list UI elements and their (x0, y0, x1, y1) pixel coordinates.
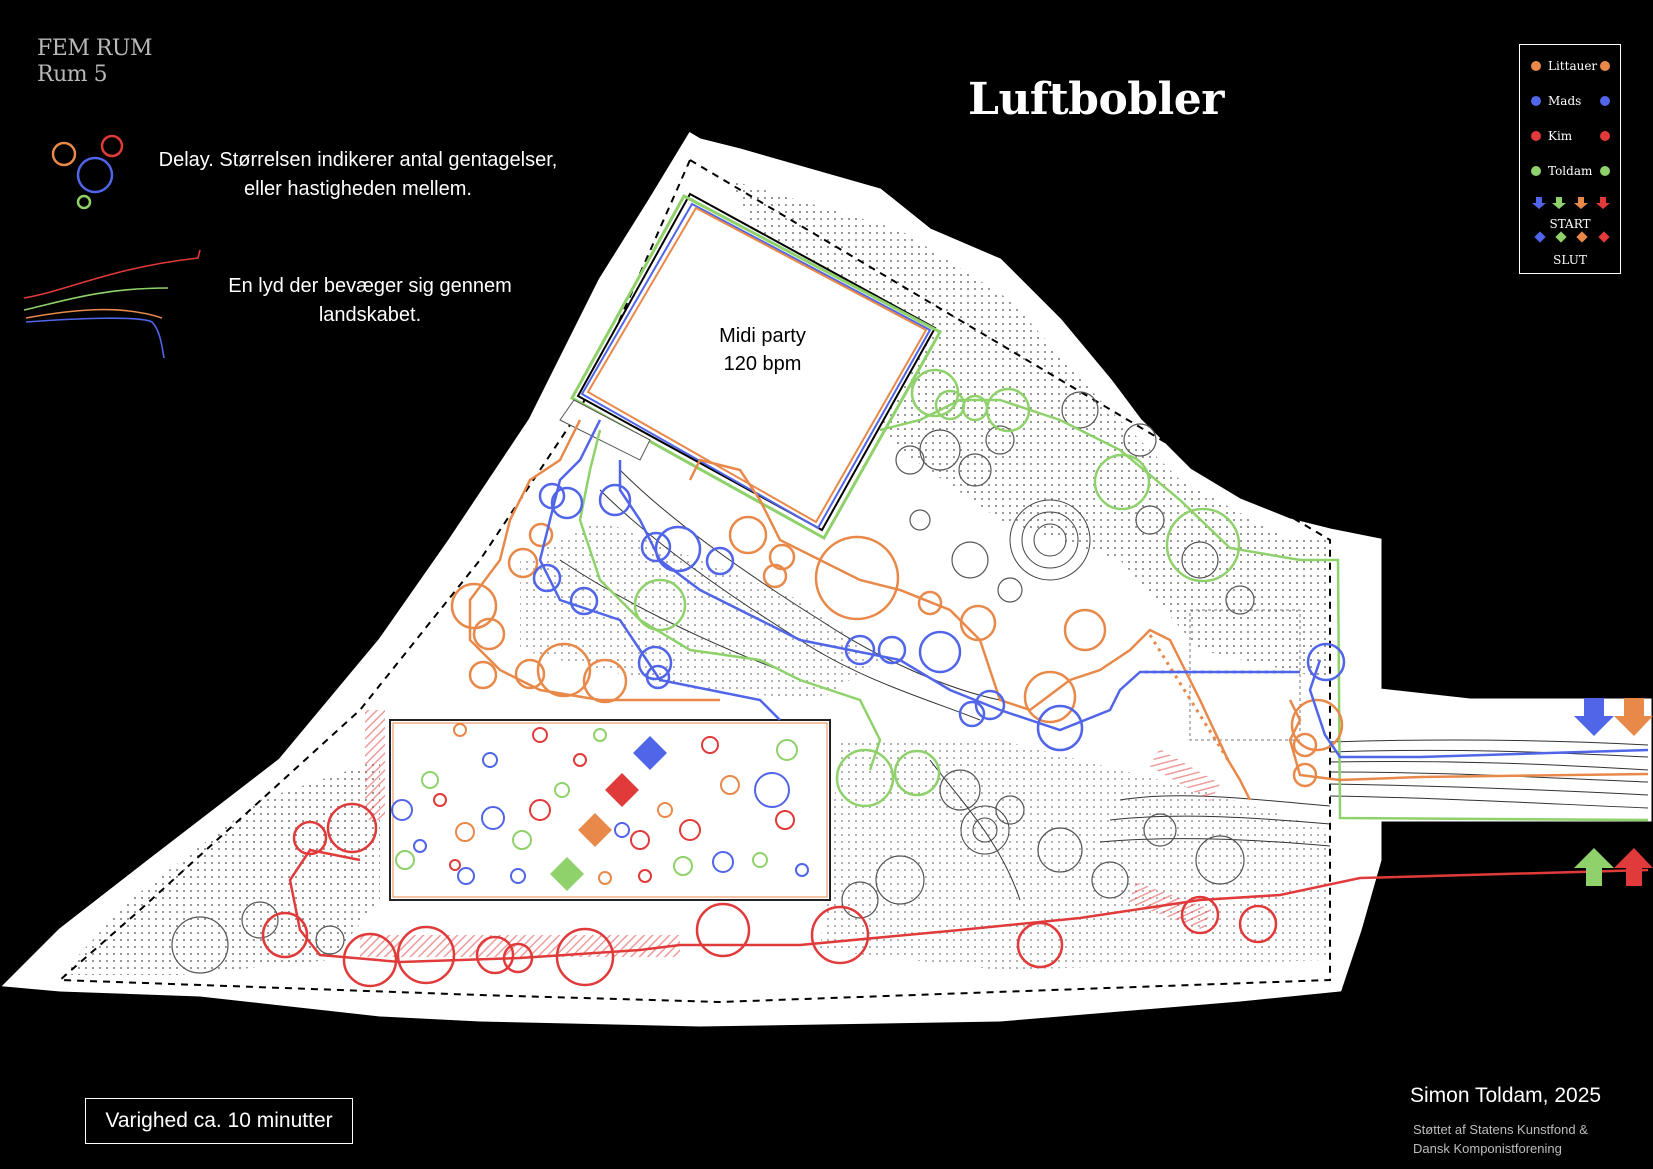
kim-dot-icon (1600, 131, 1610, 141)
delay-legend-text: Delay. Størrelsen indikerer antal gentag… (128, 146, 588, 204)
start-arrow-icon (1532, 197, 1546, 209)
midi-party-title: Midi party (719, 325, 806, 347)
start-arrows (1574, 698, 1653, 886)
boundary-line (57, 159, 1331, 1004)
route-littauer-dotted (1148, 634, 1230, 761)
delay-legend-line1: Delay. Størrelsen indikerer antal gentag… (158, 149, 558, 171)
path-legend-icon (23, 249, 201, 359)
support-line2: Dansk Komponistforening (1413, 1141, 1562, 1156)
kim-dot-icon (1531, 131, 1541, 141)
page-title: Luftbobler (968, 74, 1224, 125)
kim-start-arrow-icon (1614, 848, 1653, 886)
littauer-dot-icon (1600, 61, 1610, 71)
midi-party-label: Midi party 120 bpm (690, 322, 835, 378)
end-diamond-icon (1534, 231, 1546, 243)
key-label-littauer: Littauer (1548, 59, 1598, 73)
support-credit: Støttet af Statens Kunstfond & Dansk Kom… (1413, 1120, 1588, 1158)
route-toldam (578, 368, 1649, 822)
bubble-field (389, 719, 831, 901)
end-diamond-icon (1598, 231, 1610, 243)
delay-legend-icon (51, 134, 124, 210)
support-line1: Støttet af Statens Kunstfond & (1413, 1122, 1588, 1137)
littauer-start-arrow-icon (1614, 698, 1653, 736)
author-credit: Simon Toldam, 2025 (1410, 1084, 1602, 1107)
path-legend-line2: landskabet. (318, 304, 422, 326)
path-legend-line1: En lyd der bevæger sig gennem (228, 275, 512, 297)
end-label: SLUT (1553, 253, 1587, 267)
toldam-dot-icon (1531, 166, 1541, 176)
duration-box: Varighed ca. 10 minutter (85, 1098, 353, 1144)
path-legend-text: En lyd der bevæger sig gennem landskabet… (205, 272, 535, 330)
key-label-mads: Mads (1548, 94, 1582, 108)
route-mads (532, 419, 1649, 759)
start-arrow-icon (1552, 197, 1566, 209)
midi-party-building (559, 192, 943, 541)
start-arrow-icon (1596, 197, 1610, 209)
room-number: Rum 5 (37, 62, 108, 87)
player-key: Littauer Mads Kim Toldam START SLUT (1519, 44, 1621, 274)
start-label: START (1549, 217, 1591, 231)
toldam-start-arrow-icon (1574, 848, 1614, 886)
mads-dot-icon (1531, 96, 1541, 106)
key-label-kim: Kim (1548, 129, 1573, 143)
mads-dot-icon (1600, 96, 1610, 106)
end-diamond-icon (1555, 231, 1567, 243)
project-name: FEM RUM (37, 36, 152, 61)
toldam-dot-icon (1600, 166, 1610, 176)
littauer-dot-icon (1531, 61, 1541, 71)
key-label-toldam: Toldam (1548, 164, 1593, 178)
start-arrow-icon (1574, 197, 1588, 209)
route-littauer (450, 419, 1649, 801)
midi-party-bpm: 120 bpm (723, 353, 802, 375)
tree-canopy (171, 391, 1255, 974)
mads-start-arrow-icon (1574, 698, 1614, 736)
project-header: FEM RUM Rum 5 (37, 36, 152, 88)
start-end-symbols (1532, 197, 1610, 243)
delay-legend-line2: eller hastigheden mellem. (244, 178, 472, 200)
route-kim (261, 802, 1649, 988)
end-diamond-icon (1576, 231, 1588, 243)
